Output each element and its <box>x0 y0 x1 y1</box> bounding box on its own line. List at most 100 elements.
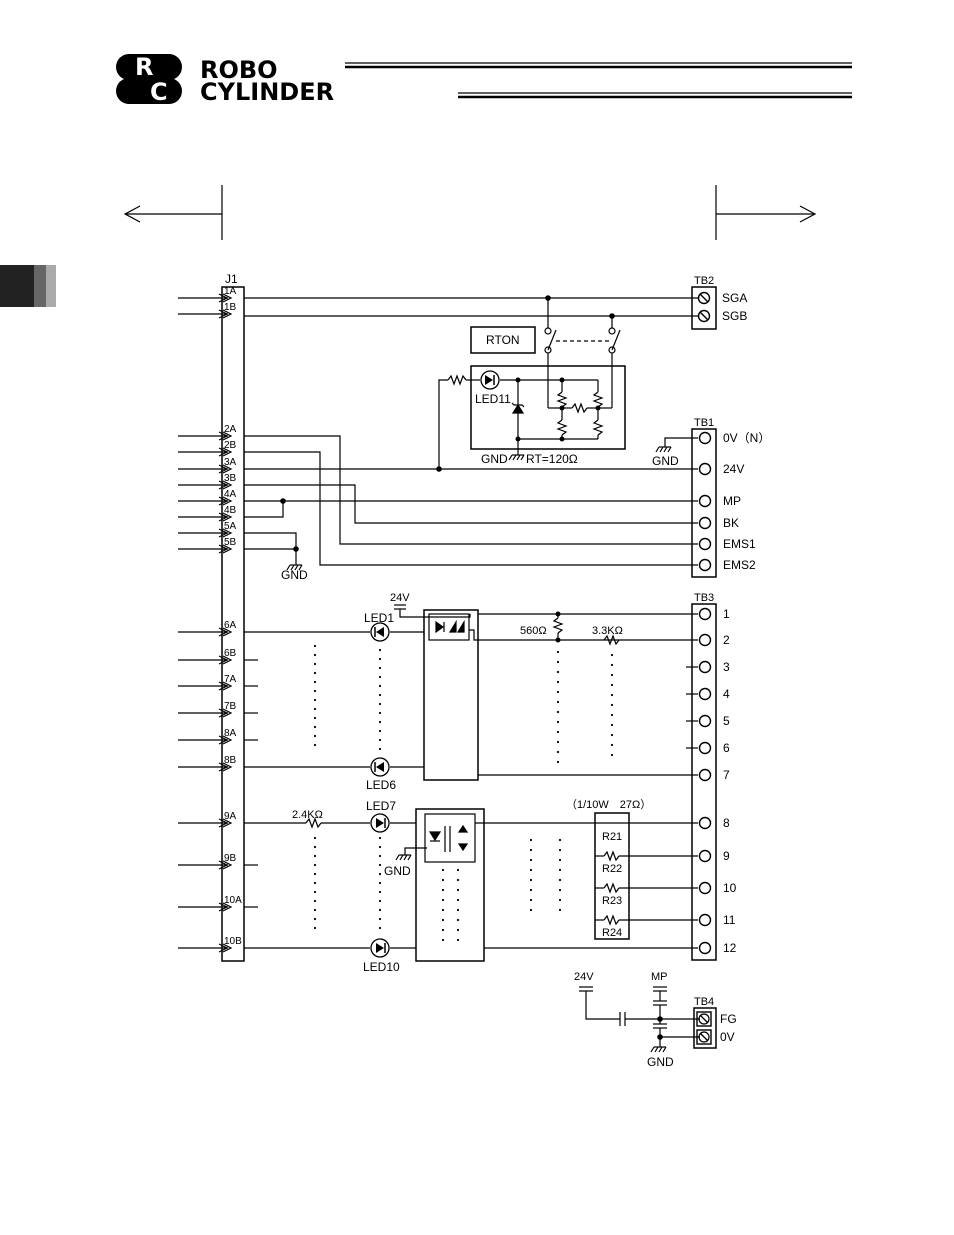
terminal-label: SGA <box>722 291 747 305</box>
terminal-label: 11 <box>723 913 736 927</box>
j1-pin-label: 2B <box>224 440 237 451</box>
j1-pin-p3b: 3B <box>178 473 237 489</box>
j1-pin-p10b: 10B <box>178 936 242 952</box>
terminal-label: 5 <box>723 714 730 728</box>
rton-label: RTON <box>486 333 520 347</box>
tb4-terminals: FG 0V <box>697 1012 737 1044</box>
rt-value-label: RT=120Ω <box>526 452 578 466</box>
led7-label: LED7 <box>366 799 396 813</box>
j1-label: J1 <box>225 272 238 286</box>
tb2-label: TB2 <box>694 275 714 287</box>
terminal-label: 6 <box>723 741 730 755</box>
r3k3-label: 3.3KΩ <box>592 625 623 637</box>
logo-mark-c: C <box>150 78 168 106</box>
j1-pin-label: 6B <box>224 648 237 659</box>
j1-pin-p5b: 5B <box>178 537 237 553</box>
r24-label: R24 <box>602 927 622 939</box>
input-wiring <box>244 605 698 780</box>
j1-pin-p9a: 9A <box>178 811 237 827</box>
j1-pin-p1b: 1B <box>178 302 237 318</box>
j1-pin-label: 4B <box>224 505 237 516</box>
terminal-label: 24V <box>723 462 744 476</box>
j1-pin-label: 9B <box>224 853 237 864</box>
j1-pin-label: 3B <box>224 473 237 484</box>
terminal-label: 0V <box>720 1030 735 1044</box>
j1-pin-p7b: 7B <box>178 701 237 717</box>
terminal-label: MP <box>723 494 741 508</box>
j1-pin-p8b: 8B <box>178 755 237 771</box>
j1-pin-label: 9A <box>224 811 237 822</box>
rt-gnd-label: GND <box>481 452 508 466</box>
j1-pin-label: 4A <box>224 489 237 500</box>
j1-pin-p5a: 5A <box>178 521 237 537</box>
terminal-label: 8 <box>723 816 730 830</box>
terminal-label: 3 <box>723 660 730 674</box>
j1-pin-label: 5B <box>224 537 237 548</box>
j1-pin-label: 8B <box>224 755 237 766</box>
j1-pins: 1A 1B 2A 2B 3A 3B 4A 4B 5A 5B 6A 6B 7A 7B 8A 8B 9A 9B 10A 1… <box>178 286 242 952</box>
tb1-wiring <box>244 436 698 570</box>
j1-pin-label: 10A <box>224 895 242 906</box>
output-wiring <box>244 809 698 961</box>
range-arrows <box>125 185 815 240</box>
tb3-terminal-1: 1 <box>700 607 731 621</box>
r21-label: R21 <box>602 831 622 843</box>
j1-pin-label: 5A <box>224 521 237 532</box>
j1-pin-label: 7B <box>224 701 237 712</box>
j1-pin-label: 2A <box>224 424 237 435</box>
terminal-label: FG <box>720 1012 737 1026</box>
led1-icon <box>371 623 389 641</box>
tb1-terminal-3: MP <box>700 494 742 508</box>
tb3-terminal-5: 5 <box>700 714 731 728</box>
output-transistor-icon <box>430 826 467 852</box>
tb1-terminal-2: 24V <box>700 462 745 476</box>
j1-pin-p8a: 8A <box>178 728 237 744</box>
r2k4-label: 2.4KΩ <box>292 809 323 821</box>
tb1-label: TB1 <box>694 417 714 429</box>
rton-box: RTON <box>471 327 535 353</box>
tb3-terminal-9: 9 <box>700 849 731 863</box>
j1-pin-p9b: 9B <box>178 853 237 869</box>
j1-pin-p7a: 7A <box>178 674 237 690</box>
tb3-terminal-7: 7 <box>700 768 731 782</box>
chapter-tab <box>0 265 56 307</box>
tb4-gnd-label: GND <box>647 1055 674 1069</box>
continuation-dots <box>314 645 613 941</box>
terminal-label: 10 <box>723 881 737 895</box>
r23-label: R23 <box>602 895 622 907</box>
tb3-terminal-12: 12 <box>700 941 737 955</box>
j1-pin-label: 1B <box>224 302 237 313</box>
j1-pin-p2b: 2B <box>178 440 237 456</box>
logo-mark-r: R <box>135 53 153 81</box>
j1-pin-p2a: 2A <box>178 424 237 440</box>
tb3-terminal-2: 2 <box>700 633 731 647</box>
terminal-label: 4 <box>723 687 730 701</box>
r22-label: R22 <box>602 863 622 875</box>
led10-icon <box>371 939 389 957</box>
logo-text-cylinder: CYLINDER <box>200 78 334 106</box>
j1-pin-p4a: 4A <box>178 489 237 505</box>
j1-pin-label: 7A <box>224 674 237 685</box>
terminal-label: EMS1 <box>723 537 756 551</box>
tb3-label: TB3 <box>694 592 714 604</box>
j1-pin-label: 3A <box>224 457 237 468</box>
led11-label: LED11 <box>475 392 511 406</box>
tb2-terminal-2: SGB <box>699 309 748 323</box>
robo-cylinder-logo: R C ROBO CYLINDER <box>116 53 852 106</box>
tb3-terminal-3: 3 <box>700 660 731 674</box>
j1-pin-label: 10B <box>224 936 242 947</box>
led10-label: LED10 <box>363 960 400 974</box>
terminal-label: 7 <box>723 768 730 782</box>
led1-label: LED1 <box>364 611 394 625</box>
j1-pin-p10a: 10A <box>178 895 242 911</box>
j1-pin-p6a: 6A <box>178 620 237 636</box>
resistor-spec-label: （1/10W 27Ω） <box>566 798 651 811</box>
j1-pin-p4b: 4B <box>178 505 237 521</box>
j1-pin-label: 1A <box>224 286 237 297</box>
tb1-terminal-1: 0V（N） <box>700 431 771 445</box>
terminal-label: 12 <box>723 941 737 955</box>
tb4-24v-label: 24V <box>574 971 594 983</box>
photocoupler-icon <box>436 622 464 632</box>
